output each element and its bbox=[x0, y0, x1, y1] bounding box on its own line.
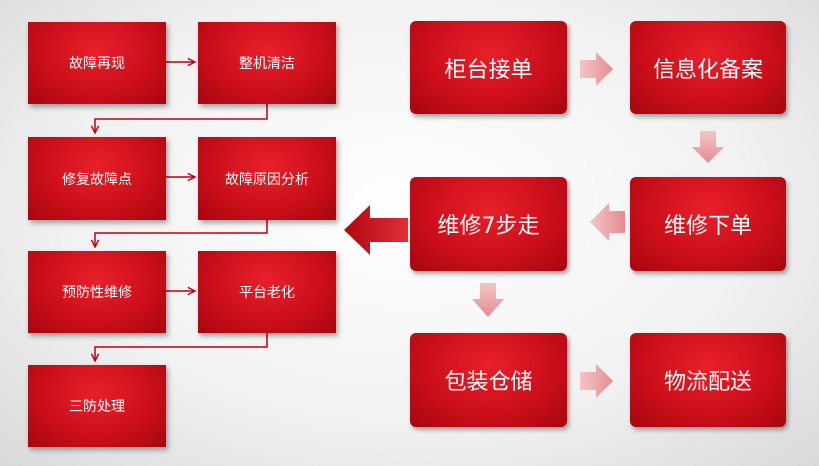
step-info-record: 信息化备案 bbox=[630, 21, 786, 114]
arrow-steps-to-left-flow bbox=[344, 205, 408, 255]
step-fault-reproduce: 故障再现 bbox=[28, 22, 166, 104]
step-pack-storage: 包装仓储 bbox=[410, 333, 567, 427]
step-conformal-coating: 三防处理 bbox=[28, 365, 166, 447]
elbow-analysis-to-preventive bbox=[95, 220, 268, 247]
step-repair-fault: 修复故障点 bbox=[28, 137, 166, 220]
step-repair-order: 维修下单 bbox=[630, 177, 786, 271]
step-platform-aging: 平台老化 bbox=[198, 251, 336, 333]
step-machine-cleaning: 整机清洁 bbox=[198, 22, 336, 104]
elbow-clean-to-repair bbox=[95, 104, 268, 133]
step-repair-seven-steps: 维修7步走 bbox=[410, 177, 567, 271]
step-cause-analysis: 故障原因分析 bbox=[198, 137, 336, 220]
step-preventive-repair: 预防性维修 bbox=[28, 251, 166, 333]
arrow-order-to-steps bbox=[590, 203, 625, 241]
elbow-aging-to-coating bbox=[95, 333, 268, 361]
step-counter-order: 柜台接单 bbox=[410, 21, 567, 114]
arrow-pack-to-logistics bbox=[580, 364, 613, 398]
arrow-counter-to-record bbox=[580, 52, 613, 86]
arrow-steps-to-pack bbox=[472, 283, 504, 317]
arrow-record-to-order bbox=[692, 131, 724, 163]
step-logistics-delivery: 物流配送 bbox=[630, 333, 786, 427]
